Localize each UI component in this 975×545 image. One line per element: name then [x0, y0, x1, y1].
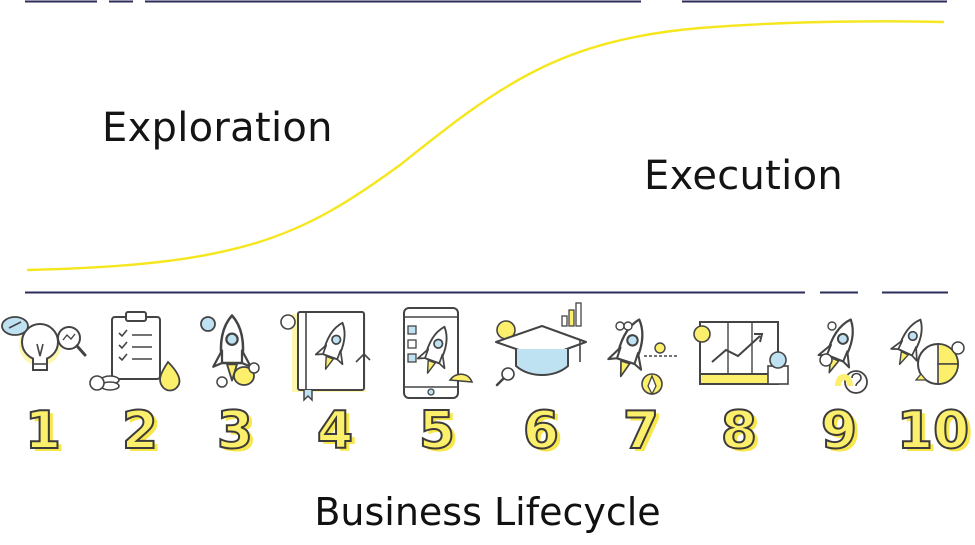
smartphone-rocket-icon	[403, 307, 474, 399]
step-number-9: 9	[820, 401, 858, 461]
rocket-money-question-icon	[812, 312, 868, 394]
step-number-3: 3	[216, 401, 254, 461]
baseline-rule	[25, 291, 948, 294]
step-number-10: 10	[896, 401, 970, 461]
rocket-pie-chart-icon	[885, 312, 965, 385]
step-number-6: 6	[522, 401, 560, 461]
step-number-2: 2	[121, 401, 159, 461]
step-number-5: 5	[418, 401, 456, 461]
diagram-title: Business Lifecycle	[314, 490, 661, 534]
phase-label-exploration: Exploration	[102, 105, 333, 151]
rocket-launch-icon	[200, 314, 260, 388]
book-rocket-icon	[280, 311, 371, 402]
growth-s-curve	[26, 20, 945, 272]
step-number-4: 4	[316, 401, 354, 461]
rocket-team-tie-icon	[603, 313, 678, 396]
graduation-cap-chart-icon	[495, 302, 587, 387]
phase-label-execution: Execution	[644, 153, 843, 199]
step-icons-row	[1, 302, 965, 402]
step-number-8: 8	[720, 401, 758, 461]
top-rule	[25, 0, 947, 3]
growth-chart-board-icon	[693, 321, 789, 385]
lightbulb-rocket-magnifier-icon	[1, 316, 87, 371]
clipboard-checklist-coins-drop-icon	[89, 311, 181, 392]
step-number-7: 7	[622, 401, 660, 461]
s-curve-line	[26, 20, 945, 272]
step-number-1: 1	[24, 401, 62, 461]
